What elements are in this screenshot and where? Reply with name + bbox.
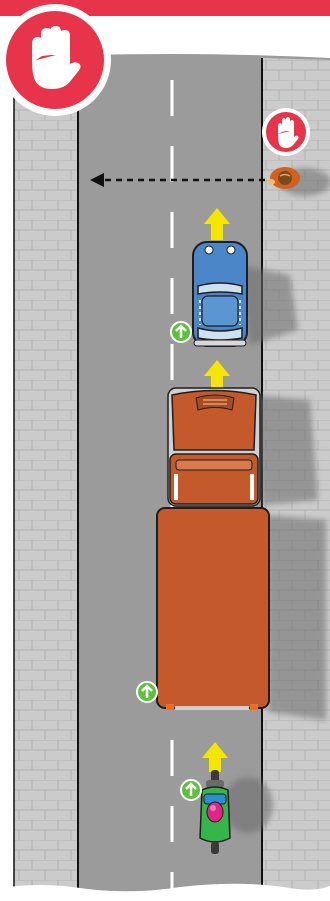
green-up-arrow-badge-icon <box>171 322 191 342</box>
truck-trailer <box>157 508 269 710</box>
green-up-arrow-badge-icon <box>137 682 157 702</box>
small-stop-hand-icon <box>262 108 310 156</box>
big-stop-hand-icon <box>0 4 111 116</box>
green-up-arrow-badge-icon <box>181 780 201 800</box>
left-sidewalk <box>14 58 78 901</box>
